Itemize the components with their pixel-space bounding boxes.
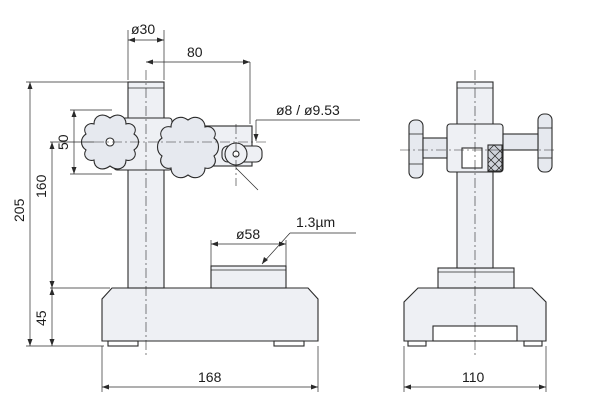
side-knob-left xyxy=(408,119,448,179)
dim-height-160: 160 xyxy=(33,174,49,198)
side-knob-right xyxy=(502,113,553,173)
dim-column-diameter: ø30 xyxy=(131,21,155,37)
front-dimensions: ø30 80 ø8 / ø9.53 50 160 205 xyxy=(11,21,360,392)
clamp-knob-left xyxy=(80,114,140,170)
side-dimensions: 110 xyxy=(403,346,547,392)
side-view xyxy=(400,70,556,356)
arm-knob-middle xyxy=(156,116,220,179)
dim-base-width: 110 xyxy=(462,369,485,385)
dim-base-height: 45 xyxy=(33,310,49,326)
front-foot-left xyxy=(107,340,139,347)
anvil xyxy=(210,265,287,289)
dim-holder-diameter: ø8 / ø9.53 xyxy=(276,102,340,118)
knurled-screw xyxy=(487,144,503,172)
front-view xyxy=(80,70,319,356)
side-foot-right xyxy=(523,340,543,347)
dim-base-length: 168 xyxy=(198,369,222,385)
side-foot-left xyxy=(407,340,427,347)
dim-anvil-diameter: ø58 xyxy=(236,226,260,242)
front-foot-right xyxy=(273,340,305,347)
dim-flatness: 1.3µm xyxy=(296,214,335,230)
knurl-pattern xyxy=(487,144,503,172)
dim-arm-offset: 80 xyxy=(187,44,203,60)
dim-total-height: 205 xyxy=(11,198,27,222)
side-anvil xyxy=(437,267,515,289)
front-base xyxy=(101,287,319,342)
